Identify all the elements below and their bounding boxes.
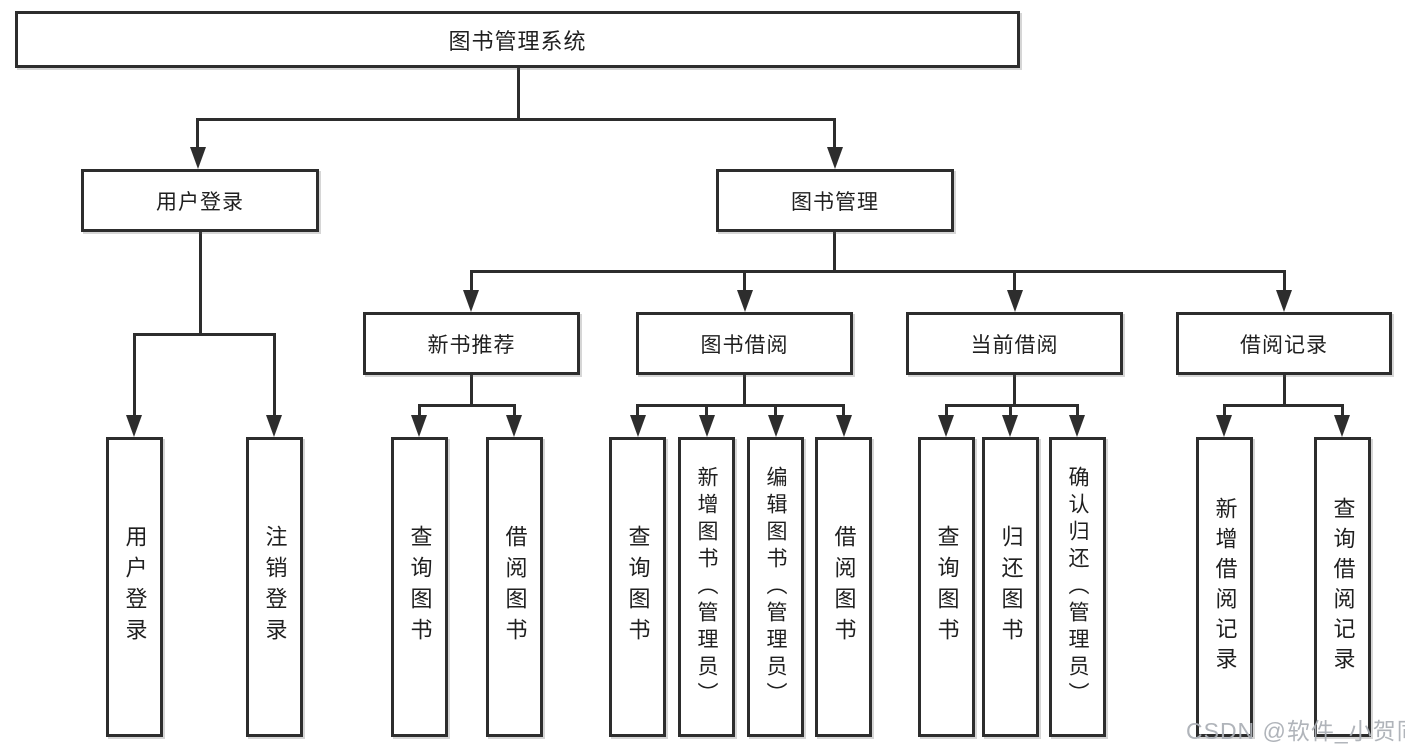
arrowhead-leaf <box>768 415 784 437</box>
arrowhead-leaf <box>1002 415 1018 437</box>
connector-root-branch <box>196 118 836 121</box>
connector-leaf-drop <box>774 404 777 417</box>
connector-l3-drop <box>470 270 473 292</box>
node-root: 图书管理系统 <box>15 11 1020 68</box>
connector-leaf-drop <box>273 333 276 417</box>
leaf-borrow-borrow-book: 借阅图书 <box>815 437 872 737</box>
node-user-login: 用户登录 <box>81 169 319 232</box>
node-current-borrow: 当前借阅 <box>906 312 1123 375</box>
connector-user-login-drop <box>196 118 199 150</box>
node-borrow-record: 借阅记录 <box>1176 312 1392 375</box>
connector-user-login-branch <box>133 333 276 336</box>
arrowhead-leaf <box>630 415 646 437</box>
connector-leaf-drop <box>1009 404 1012 417</box>
leaf-borrow-edit-book-admin: 编辑图书（管理员） <box>747 437 804 737</box>
connector-current-borrow-branch <box>945 404 1079 407</box>
connector-l3-drop <box>1013 270 1016 292</box>
connector-new-book-branch <box>418 404 516 407</box>
connector-leaf-drop <box>705 404 708 417</box>
arrowhead-l3 <box>463 290 479 312</box>
connector-new-book-stub <box>470 375 473 407</box>
arrowhead-leaf <box>411 415 427 437</box>
connector-leaf-drop <box>842 404 845 417</box>
connector-book-mgmt-branch <box>470 270 1286 273</box>
node-book-management: 图书管理 <box>716 169 954 232</box>
arrowhead-leaf <box>506 415 522 437</box>
arrowhead-l3 <box>737 290 753 312</box>
csdn-watermark: CSDN @软件_小贺同学 <box>1186 718 1405 744</box>
leaf-user-login: 用户登录 <box>106 437 163 737</box>
arrowhead-leaf <box>699 415 715 437</box>
leaf-newbook-borrow-book: 借阅图书 <box>486 437 543 737</box>
leaf-record-add-record: 新增借阅记录 <box>1196 437 1253 737</box>
arrowhead-leaf <box>1334 415 1350 437</box>
connector-leaf-drop <box>418 404 421 417</box>
connector-book-borrow-branch <box>636 404 845 407</box>
leaf-record-query-record: 查询借阅记录 <box>1314 437 1371 737</box>
node-book-borrow: 图书借阅 <box>636 312 853 375</box>
arrowhead-leaf <box>1069 415 1085 437</box>
arrowhead-l3 <box>1007 290 1023 312</box>
connector-borrow-record-branch <box>1223 404 1344 407</box>
connector-l3-drop <box>1283 270 1286 292</box>
leaf-newbook-query-book: 查询图书 <box>391 437 448 737</box>
connector-leaf-drop <box>513 404 516 417</box>
connector-borrow-record-stub <box>1283 375 1286 407</box>
leaf-current-confirm-return-admin: 确认归还（管理员） <box>1049 437 1106 737</box>
connector-leaf-drop <box>636 404 639 417</box>
connector-leaf-drop <box>945 404 948 417</box>
leaf-current-query-book: 查询图书 <box>918 437 975 737</box>
connector-root-stub <box>517 68 520 121</box>
leaf-borrow-query-book: 查询图书 <box>609 437 666 737</box>
arrowhead-book-mgmt <box>827 147 843 169</box>
arrowhead-leaf <box>938 415 954 437</box>
connector-leaf-drop <box>1223 404 1226 417</box>
connector-leaf-drop <box>1341 404 1344 417</box>
connector-book-borrow-stub <box>743 375 746 407</box>
node-new-book-recommend: 新书推荐 <box>363 312 580 375</box>
connector-current-borrow-stub <box>1013 375 1016 407</box>
connector-leaf-drop <box>133 333 136 417</box>
arrowhead-leaf <box>266 415 282 437</box>
connector-book-mgmt-stub <box>833 232 836 273</box>
arrowhead-l3 <box>1276 290 1292 312</box>
leaf-borrow-add-book-admin: 新增图书（管理员） <box>678 437 735 737</box>
leaf-current-return-book: 归还图书 <box>982 437 1039 737</box>
connector-leaf-drop <box>1076 404 1079 417</box>
leaf-logout: 注销登录 <box>246 437 303 737</box>
connector-book-mgmt-drop <box>833 118 836 150</box>
connector-l3-drop <box>743 270 746 292</box>
arrowhead-leaf <box>836 415 852 437</box>
arrowhead-leaf <box>1216 415 1232 437</box>
arrowhead-leaf <box>126 415 142 437</box>
connector-user-login-stub <box>199 232 202 336</box>
arrowhead-user-login <box>190 147 206 169</box>
